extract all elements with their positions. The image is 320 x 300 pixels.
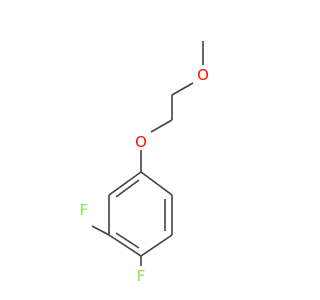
ring-bond-c6-c1 xyxy=(140,171,173,196)
atom-label-o-ether: O xyxy=(135,133,147,151)
molecule-drawing: O O F F xyxy=(80,41,209,285)
bond-o-ch2a xyxy=(171,82,194,96)
ring-bond-c1-c2 xyxy=(108,171,142,196)
atom-label-o-methoxy: O xyxy=(197,66,209,84)
bond-c3-f xyxy=(91,225,110,236)
ring-double-c1-c2 xyxy=(115,179,140,198)
ring-double-c3-c4 xyxy=(115,232,140,249)
atom-label-f-4: F xyxy=(137,267,146,285)
ring-bond-c3-c4 xyxy=(108,234,142,257)
ring-bond-c4-c5 xyxy=(140,234,173,257)
atom-label-f-3: F xyxy=(80,201,89,219)
bond-ch2b-o xyxy=(150,119,173,133)
structure-canvas: O O F F xyxy=(80,41,209,285)
